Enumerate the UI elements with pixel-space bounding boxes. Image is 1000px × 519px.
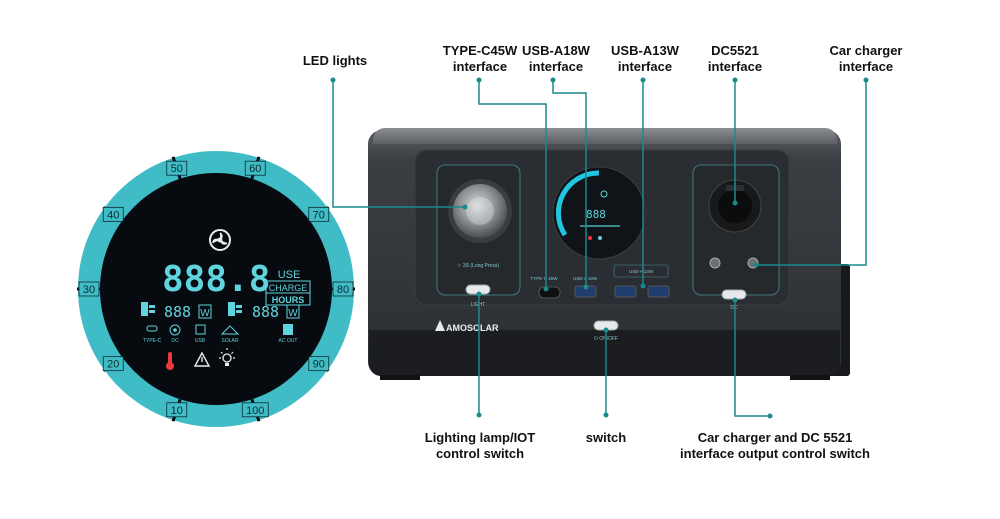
lcd-ring-ticks: 50 60 70 80 90 100 10 20 30 40 <box>78 160 354 418</box>
lcd-zoom-panel: 50 60 70 80 90 100 10 20 30 40 888.8 USE CHARGE H… <box>77 151 355 427</box>
brand-logo-icon <box>435 320 445 331</box>
ring-tick-box <box>241 402 269 418</box>
ring-tick-label: 20 <box>107 359 119 371</box>
light-bulb-icon <box>219 348 235 366</box>
lcd-screen <box>100 173 332 405</box>
output-plug-icon <box>228 302 242 316</box>
ring-tick-box <box>166 160 188 176</box>
output-unit: W <box>288 308 298 319</box>
ring-tick-label: 30 <box>83 284 95 296</box>
temperature-icon <box>166 352 174 370</box>
mini-display-arc <box>555 170 600 237</box>
light-button-label: LIGHT <box>471 302 486 308</box>
unit-charge: CHARGE <box>269 283 308 293</box>
leader-led-lights <box>332 80 465 208</box>
ring-tick-label: 90 <box>313 359 325 371</box>
mini-display <box>552 166 646 260</box>
solar-icon-label: SOLAR <box>222 338 239 344</box>
usb13-port-label: USB-A 13W <box>629 269 654 274</box>
brand-text: AMOSOLAR <box>446 323 499 333</box>
port-icons-row: TYPE-C DC USB SOLAR AC OUT <box>143 324 298 344</box>
dc-icon-label: DC <box>171 338 179 344</box>
input-plug-icon <box>141 302 155 316</box>
ring-tick-box <box>308 356 330 372</box>
leader-lines <box>332 80 867 417</box>
input-readout: 888 <box>164 303 191 321</box>
leader-dc-switch <box>734 300 770 417</box>
dc5521-port-1[interactable] <box>709 257 721 269</box>
leader-usb-a18 <box>552 80 587 287</box>
ring-tick-label: 50 <box>171 163 183 175</box>
dc-button-label: DC <box>730 305 738 311</box>
ring-tick-box <box>102 206 124 222</box>
input-unit: W <box>200 308 210 319</box>
ring-tick-label: 60 <box>249 163 261 175</box>
mini-readout: 888 <box>586 208 606 221</box>
leader-dots <box>330 77 869 419</box>
output-readout: 888 <box>252 303 279 321</box>
dc-button[interactable] <box>721 289 747 300</box>
leader-type-c <box>478 80 547 289</box>
ring-tick-box <box>78 281 100 297</box>
typec-port[interactable] <box>538 286 561 299</box>
ring-tick-box <box>244 160 266 176</box>
usb-icon-label: USB <box>195 338 206 344</box>
unit-use: USE <box>278 269 301 281</box>
fan-icon <box>209 229 231 251</box>
ring-tick-label: 80 <box>337 284 349 296</box>
ring-tick-box <box>166 402 188 418</box>
typec-port-label: TYPE-C 45W <box>530 276 558 281</box>
usb-a13-port-2[interactable] <box>647 285 670 298</box>
ring-tick-label: 70 <box>313 209 325 221</box>
unit-hours: HOURS <box>272 295 305 305</box>
usb-a13-port-1[interactable] <box>614 285 637 298</box>
led-mode-text: ☆ 3S (Long Press) <box>457 263 499 269</box>
ring-tick-label: 100 <box>246 405 264 417</box>
label-power-switch: switch <box>585 430 627 445</box>
power-station: ☆ 3S (Long Press) LIGHT 888 TYPE-C 45W U… <box>368 128 850 380</box>
led-lens <box>453 184 507 238</box>
typec-icon-label: TYPE-C <box>143 338 162 344</box>
ring-tick-label: 40 <box>107 209 119 221</box>
main-readout: 888.8 <box>162 259 270 300</box>
ring-tick-box <box>308 206 330 222</box>
ring-tick-label: 10 <box>171 405 183 417</box>
acout-icon-label: AC OUT <box>279 338 298 344</box>
ring-tick-box <box>102 356 124 372</box>
bottom-band <box>369 330 840 376</box>
ring-tick-box <box>332 281 354 297</box>
leader-car-charger <box>756 80 867 266</box>
warning-icon <box>193 351 211 367</box>
label-led-lights: LED lights <box>302 53 368 68</box>
